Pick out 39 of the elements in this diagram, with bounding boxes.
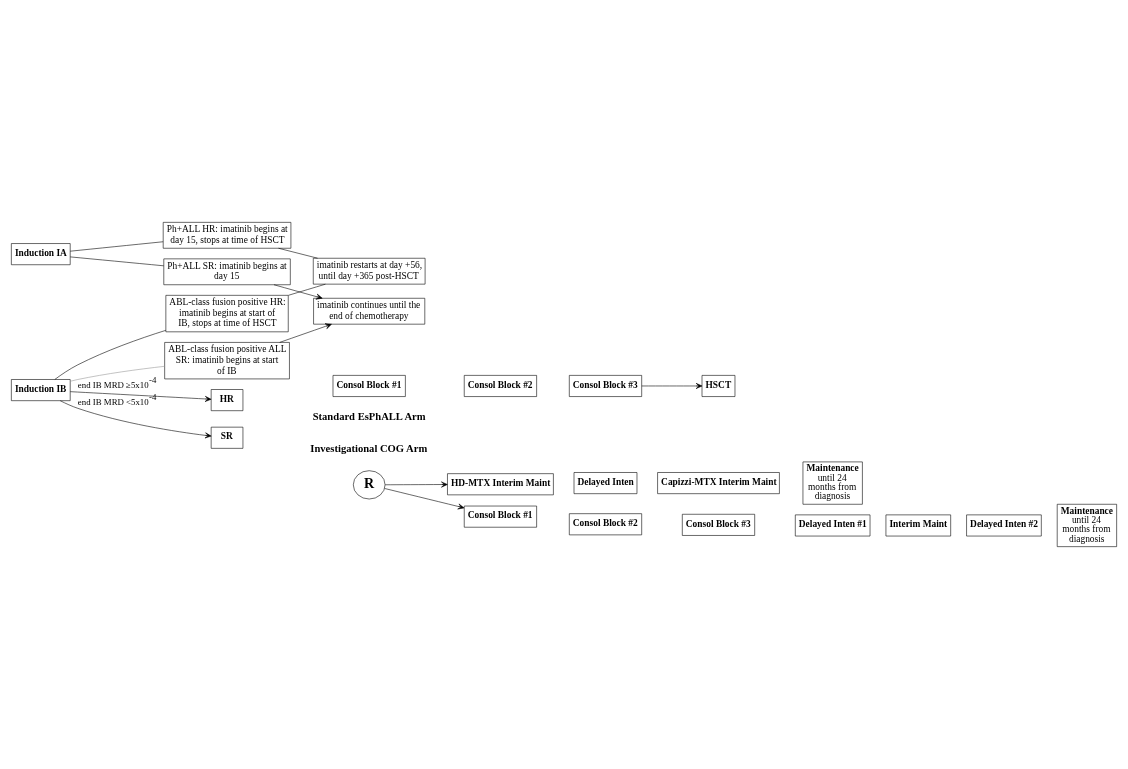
node-box: Induction IA	[11, 243, 71, 266]
node-box: Capizzi-MTX Interim Maint	[657, 472, 780, 494]
connector	[288, 283, 326, 296]
node-box: ABL-class fusion positive HR: imatinib begins at start of IB, stops at time of HSCT	[165, 295, 289, 333]
label: Investigational COG Arm	[310, 442, 428, 454]
connector	[278, 247, 318, 259]
arrow	[641, 383, 703, 389]
node-box: Ph+ALL HR: imatinib begins at day 15, stops at time of HSCT	[162, 222, 292, 249]
node-box: Consol Block #2	[463, 375, 537, 397]
label: Standard EsPhALL Arm	[312, 410, 426, 422]
arrow	[384, 488, 465, 510]
node-box: HD-MTX Interim Maint	[447, 473, 554, 496]
node-box: ABL-class fusion positive ALL SR: imatinib begins at start of IB	[164, 342, 290, 380]
node-box: Consol Block #2	[569, 513, 642, 536]
node-box: Delayed Inten	[573, 472, 638, 494]
arrow	[273, 284, 323, 300]
node-box: imatinib continues until the end of chemotherapy	[313, 298, 426, 325]
node-box: Interim Maint	[885, 514, 951, 537]
arrow	[59, 400, 212, 439]
arrow	[279, 323, 332, 343]
node-box: Maintenance until 24 months from diagnosis	[1056, 503, 1117, 547]
node-box: imatinib restarts at day +56, until day +365 post-HSCT	[313, 257, 426, 285]
arrow	[70, 391, 212, 402]
node-box: Consol Block #1	[463, 505, 537, 528]
node-ellipse: R	[353, 470, 386, 500]
node-box: HR	[210, 389, 244, 411]
node-box: Consol Block #1	[332, 375, 406, 397]
node-box: Induction IB	[11, 379, 71, 401]
connector	[70, 366, 165, 382]
arrow	[384, 481, 448, 488]
node-box: Ph+ALL SR: imatinib begins at day 15	[163, 258, 291, 286]
node-box: Delayed Inten #2	[966, 514, 1042, 537]
node-box: Consol Block #3	[569, 375, 642, 397]
node-box: Delayed Inten #1	[795, 514, 871, 537]
node-box: Consol Block #3	[682, 514, 755, 536]
connector	[54, 330, 167, 380]
node-box: SR	[210, 426, 244, 449]
node-box: HSCT	[701, 375, 736, 397]
node-box: Maintenance until 24 months from diagnosis	[802, 461, 863, 505]
